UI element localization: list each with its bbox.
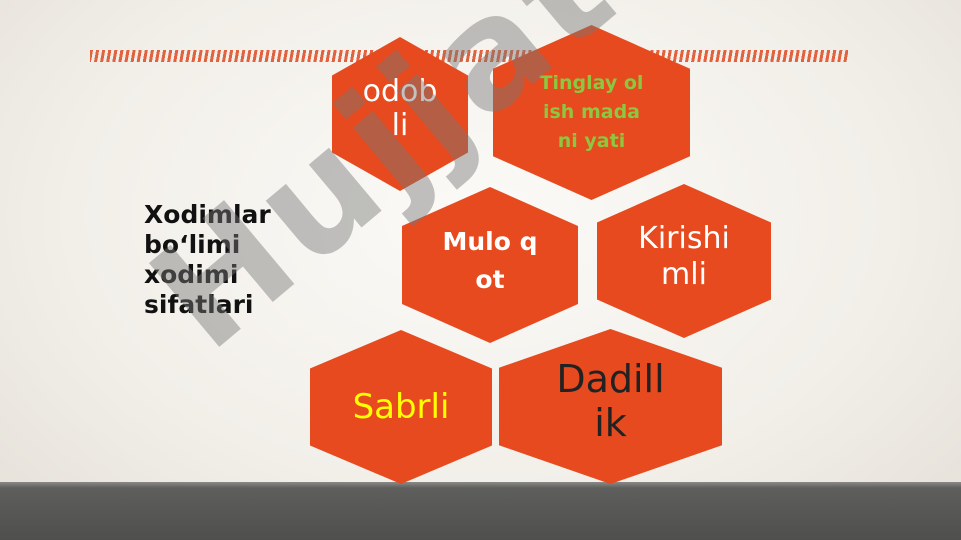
hexagon-muloqot: Mulo qot	[402, 187, 578, 343]
slide-title: Xodimlar bo‘limi xodimi sifatlari	[144, 200, 271, 319]
floor-band	[0, 482, 961, 540]
decorative-stripe	[90, 50, 848, 62]
hex-label: Mulo qot	[442, 227, 538, 294]
hexagon-dadillik: Dadill ik	[499, 329, 722, 484]
hexagon-sabrli: Sabrli	[310, 330, 492, 484]
hex-label: Kirishi mli	[638, 221, 730, 292]
hexagon-kirishimli: Kirishi mli	[597, 184, 771, 338]
hex-label: odob li	[362, 74, 438, 143]
hex-label: Tinglay olish madani yati	[539, 72, 644, 152]
hex-label: Sabrli	[352, 387, 450, 427]
hex-label: Dadill ik	[556, 356, 665, 445]
